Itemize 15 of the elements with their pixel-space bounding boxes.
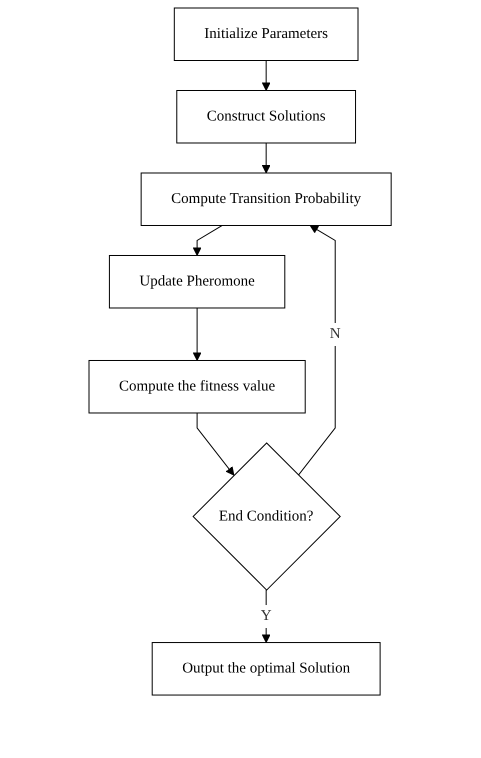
node-box: Construct Solutions <box>176 90 356 144</box>
node-box: Compute Transition Probability <box>141 172 392 226</box>
arrow <box>193 307 202 361</box>
node-box: Initialize Parameters <box>174 8 359 61</box>
node-box: Update Pheromone <box>109 255 286 308</box>
arrow <box>197 412 235 476</box>
arrow <box>262 142 271 174</box>
arrow <box>298 225 336 476</box>
node-box: Output the optimal Solution <box>152 642 382 696</box>
arrow <box>193 225 224 256</box>
node-diamond: End Condition? <box>192 442 342 591</box>
edge-label: N <box>330 326 342 342</box>
node-box: Compute the fitness value <box>88 360 306 414</box>
edge-label: Y <box>261 608 272 624</box>
arrow <box>262 60 271 91</box>
